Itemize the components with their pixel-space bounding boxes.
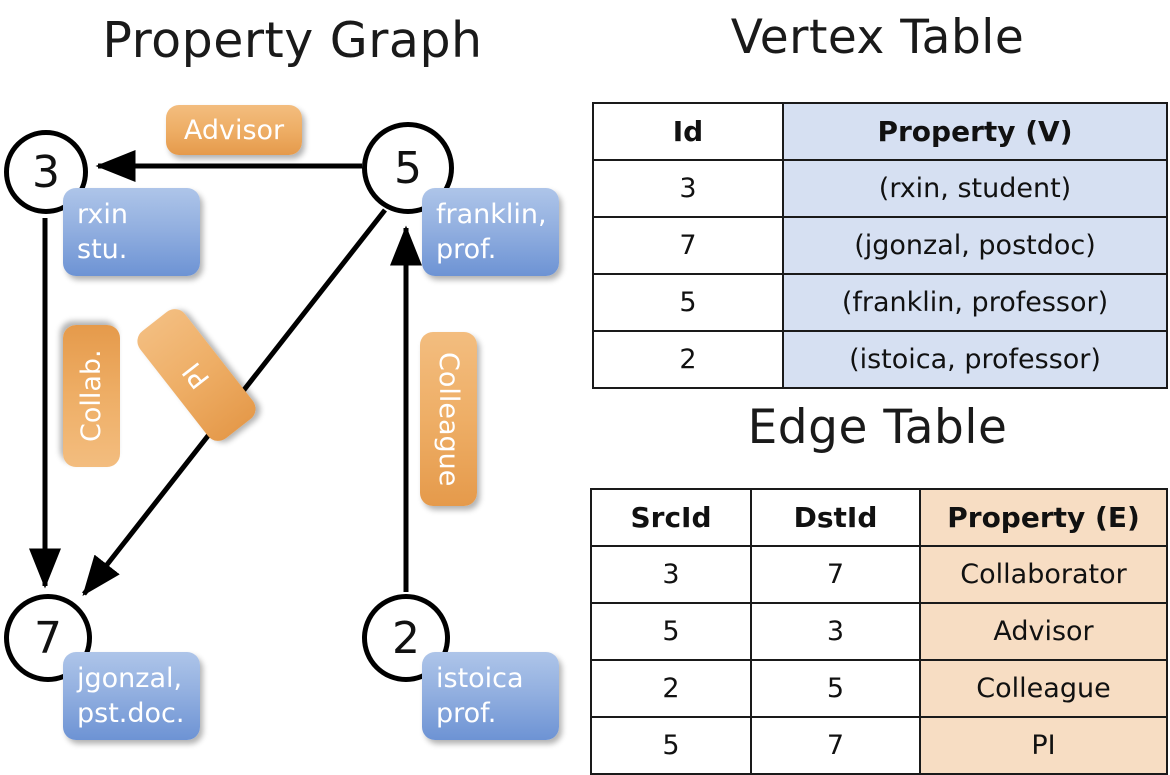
graph-node-2[interactable]: 2 xyxy=(362,594,450,682)
property-graph-canvas: 3 5 7 2 rxin stu. franklin, prof. jgonza… xyxy=(0,0,585,760)
vertex-id-cell: 7 xyxy=(592,216,784,275)
table-row[interactable]: 2 5 Colleague xyxy=(590,659,1168,718)
node-property-line-2: prof. xyxy=(436,233,497,265)
edge-dst-cell: 3 xyxy=(750,602,921,661)
node-property-line-1: rxin xyxy=(77,199,128,230)
vertex-id-cell: 2 xyxy=(592,330,784,389)
node-property-line-2: prof. xyxy=(436,697,497,729)
edge-src-cell: 3 xyxy=(590,545,752,604)
node-property-callout-rxin: rxin stu. xyxy=(63,188,200,276)
vertex-table: Id Property (V) 3 (rxin, student) 7 (jgo… xyxy=(592,102,1168,389)
vertex-id-cell: 3 xyxy=(592,159,784,218)
vertex-property-cell: (jgonzal, postdoc) xyxy=(782,216,1168,275)
vertex-id-cell: 5 xyxy=(592,273,784,332)
edge-table-header-srcid: SrcId xyxy=(590,488,752,547)
edge-src-cell: 2 xyxy=(590,659,752,718)
table-row[interactable]: 3 (rxin, student) xyxy=(592,159,1168,218)
page-title-edge-table: Edge Table xyxy=(747,400,1008,455)
vertex-property-cell: (franklin, professor) xyxy=(782,273,1168,332)
edge-dst-cell: 7 xyxy=(750,716,921,775)
vertex-property-cell: (rxin, student) xyxy=(782,159,1168,218)
table-row[interactable]: 5 (franklin, professor) xyxy=(592,273,1168,332)
edge-property-cell: PI xyxy=(919,716,1168,775)
vertex-table-header-row: Id Property (V) xyxy=(592,102,1168,161)
node-property-line-1: jgonzal, xyxy=(77,663,183,694)
node-property-line-1: franklin, xyxy=(436,199,547,230)
page-title-property-graph: Property Graph xyxy=(102,12,483,69)
edge-property-cell: Advisor xyxy=(919,602,1168,661)
edge-property-cell: Colleague xyxy=(919,659,1168,718)
edge-src-cell: 5 xyxy=(590,602,752,661)
table-row[interactable]: 7 (jgonzal, postdoc) xyxy=(592,216,1168,275)
graph-node-5[interactable]: 5 xyxy=(362,122,454,214)
edge-table: SrcId DstId Property (E) 3 7 Collaborato… xyxy=(590,488,1168,775)
vertex-table-header-property: Property (V) xyxy=(782,102,1168,161)
edge-label-colleague: Colleague xyxy=(420,332,477,506)
edge-src-cell: 5 xyxy=(590,716,752,775)
edge-dst-cell: 7 xyxy=(750,545,921,604)
vertex-table-header-id: Id xyxy=(592,102,784,161)
edge-label-collab: Collab. xyxy=(63,325,120,467)
node-property-callout-istoica: istoica prof. xyxy=(422,652,559,740)
edge-property-cell: Collaborator xyxy=(919,545,1168,604)
table-row[interactable]: 5 7 PI xyxy=(590,716,1168,775)
table-row[interactable]: 3 7 Collaborator xyxy=(590,545,1168,604)
edge-table-header-dstid: DstId xyxy=(750,488,921,547)
node-property-callout-jgonzal: jgonzal, pst.doc. xyxy=(63,652,200,740)
edge-label-advisor: Advisor xyxy=(166,105,302,155)
edge-dst-cell: 5 xyxy=(750,659,921,718)
vertex-property-cell: (istoica, professor) xyxy=(782,330,1168,389)
table-row[interactable]: 5 3 Advisor xyxy=(590,602,1168,661)
edge-table-header-row: SrcId DstId Property (E) xyxy=(590,488,1168,547)
node-property-line-2: pst.doc. xyxy=(77,697,185,729)
page-title-vertex-table: Vertex Table xyxy=(730,10,1025,65)
edge-table-header-property: Property (E) xyxy=(919,488,1168,547)
node-property-line-2: stu. xyxy=(77,233,128,265)
node-property-line-1: istoica xyxy=(436,663,524,694)
node-property-callout-franklin: franklin, prof. xyxy=(422,188,559,276)
table-row[interactable]: 2 (istoica, professor) xyxy=(592,330,1168,389)
edge-label-pi-text: PI xyxy=(176,355,217,395)
